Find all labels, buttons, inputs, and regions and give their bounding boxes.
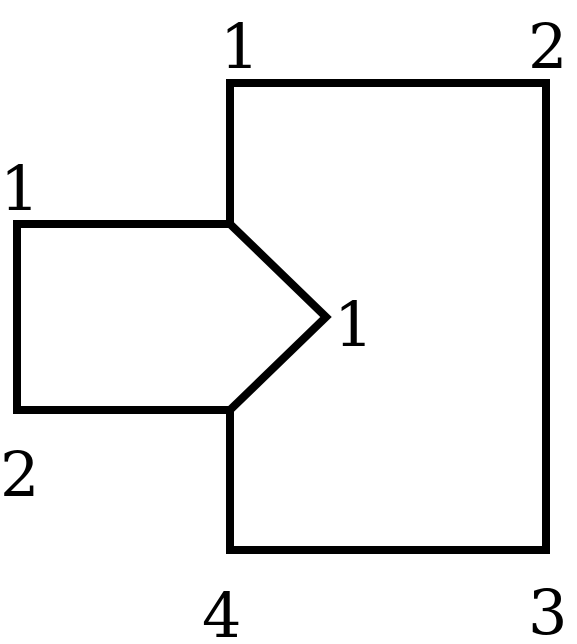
label-left-top: 1	[0, 152, 39, 225]
label-notch-tip: 1	[334, 288, 373, 361]
label-bottom-left: 4	[202, 579, 241, 644]
label-bottom-right: 3	[528, 576, 567, 644]
label-top-right: 2	[528, 10, 567, 83]
label-left-bottom: 2	[0, 438, 39, 511]
label-top-left: 1	[220, 10, 259, 83]
left-tab-outline	[13, 220, 234, 414]
shape-outline	[226, 79, 550, 554]
